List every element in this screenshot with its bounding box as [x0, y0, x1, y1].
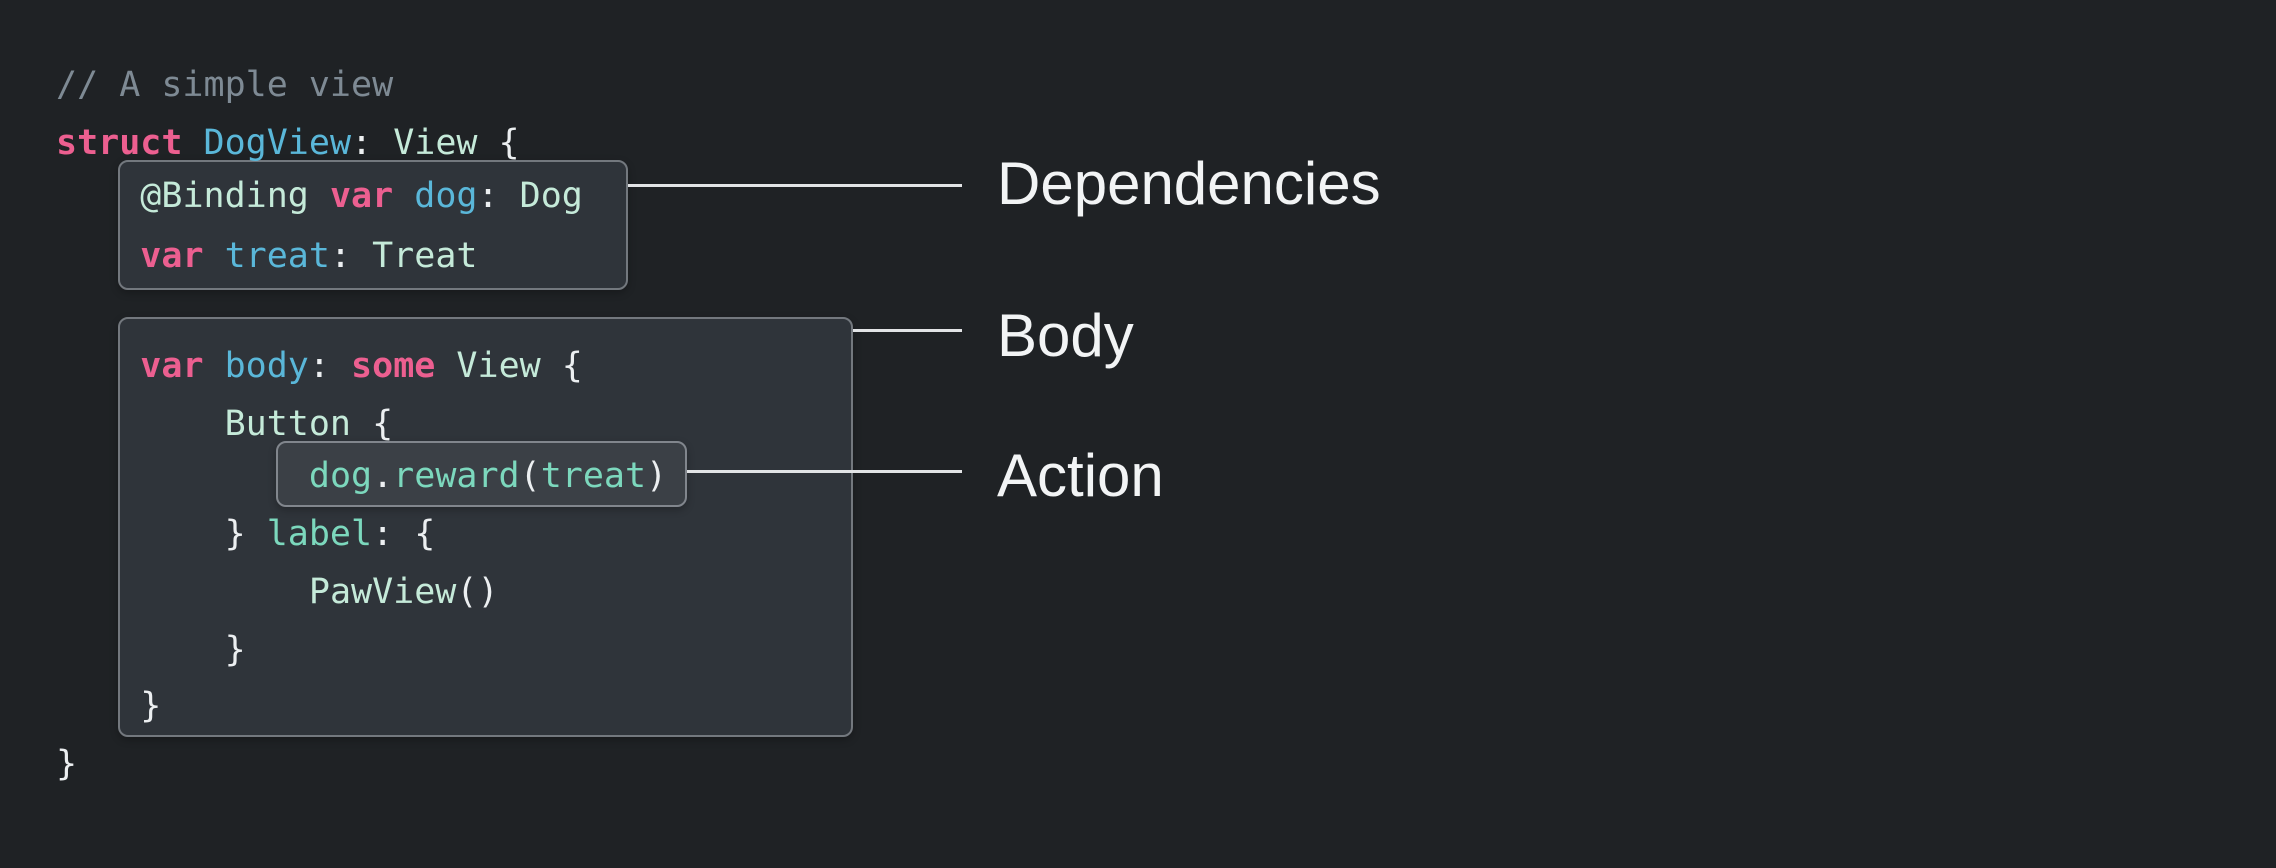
code-line-body-close: }	[56, 686, 162, 726]
body-connector-line	[853, 329, 962, 332]
code-line-body-declaration: var body: some View {	[140, 346, 583, 386]
code-line-label-open: } label: {	[56, 514, 436, 554]
code-line-button-open: Button {	[224, 404, 394, 444]
action-highlight-box	[276, 441, 687, 507]
dependencies-connector-line	[628, 184, 962, 187]
code-line-action-call: dog.reward(treat)	[308, 456, 668, 496]
dependencies-highlight-box	[118, 160, 628, 290]
code-line-label-close: }	[56, 630, 246, 670]
dependencies-label: Dependencies	[997, 150, 1381, 217]
body-label: Body	[997, 302, 1134, 369]
body-highlight-box	[118, 317, 853, 737]
action-connector-line	[687, 470, 962, 473]
code-line-pawview-call: PawView()	[308, 572, 499, 612]
code-line-struct-close: }	[56, 744, 78, 784]
code-line-comment: // A simple view	[56, 65, 394, 105]
code-line-binding-dog-property: @Binding var dog: Dog	[140, 176, 583, 216]
code-line-struct-declaration: struct DogView: View {	[56, 123, 520, 163]
code-line-treat-property: var treat: Treat	[140, 236, 478, 276]
action-label: Action	[997, 442, 1164, 509]
